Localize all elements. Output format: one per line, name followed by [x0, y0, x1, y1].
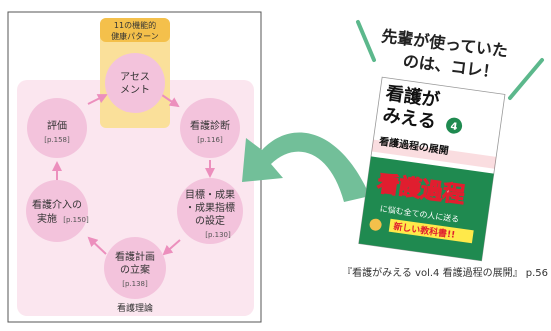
node-care-plan: 看護計画 の立案 [p.138] — [104, 237, 166, 299]
arrow-assessment-to-diagnosis — [161, 94, 180, 108]
arrow-goals-to-plan — [162, 239, 181, 256]
node-intervention-line-2: 実施 — [37, 212, 57, 225]
node-intervention: 看護介入の 実施 [p.150] — [26, 180, 89, 242]
arrow-evaluation-to-assessment — [87, 94, 108, 105]
node-goals-line-3: の設定 — [195, 214, 225, 227]
node-assessment-line-2: メント — [120, 85, 150, 96]
node-evaluation-page: [p.158] — [44, 136, 70, 144]
book-tagline-highlight — [388, 218, 474, 244]
book-volume-number: 4 — [450, 121, 458, 133]
callout-slash-left — [356, 20, 376, 62]
callout-slash-right — [508, 58, 544, 100]
node-goals-page: [p.130] — [205, 231, 231, 239]
node-goals-line-1: 目標・成果 — [185, 188, 235, 201]
health-pattern-label-1: 11の機能的 — [114, 20, 156, 30]
arrow-plan-to-intervention — [87, 236, 107, 255]
node-intervention-page: [p.150] — [63, 216, 89, 224]
node-plan-line-2: の立案 — [120, 263, 150, 276]
book-red-band — [371, 139, 497, 169]
node-diagnosis-page: [p.116] — [197, 136, 223, 144]
cycle-arrows — [52, 94, 215, 256]
node-assessment-line-1: アセス — [120, 71, 150, 83]
node-intervention-line-1: 看護介入の — [32, 198, 82, 211]
health-pattern-header — [100, 18, 170, 42]
nursing-theory-label: 看護理論 — [117, 302, 153, 314]
book-cover: 看護が みえる 4 看護過程の展開 看護過程 に悩む全ての人に送る 新しい教科書… — [358, 76, 506, 262]
big-curved-arrow — [242, 132, 370, 202]
book-mascot — [369, 218, 382, 231]
node-assessment: アセス メント — [105, 53, 165, 113]
node-goals-line-2: ・成果指標 — [185, 201, 235, 214]
node-evaluation-line-1: 評価 — [47, 119, 67, 132]
node-nursing-diagnosis: 看護診断 [p.116] — [180, 98, 240, 158]
book-volume-badge — [446, 117, 463, 134]
health-pattern-label-2: 健康パターン — [111, 31, 159, 41]
node-evaluation: 評価 [p.158] — [27, 98, 87, 158]
node-goal-setting: 目標・成果 ・成果指標 の設定 [p.130] — [177, 178, 243, 244]
node-plan-line-1: 看護計画 — [115, 250, 155, 263]
node-plan-page: [p.138] — [122, 280, 148, 288]
book-caption: 『看護がみえる vol.4 看護過程の展開』 p.56 — [342, 266, 548, 279]
node-diagnosis-line-1: 看護診断 — [190, 119, 230, 132]
